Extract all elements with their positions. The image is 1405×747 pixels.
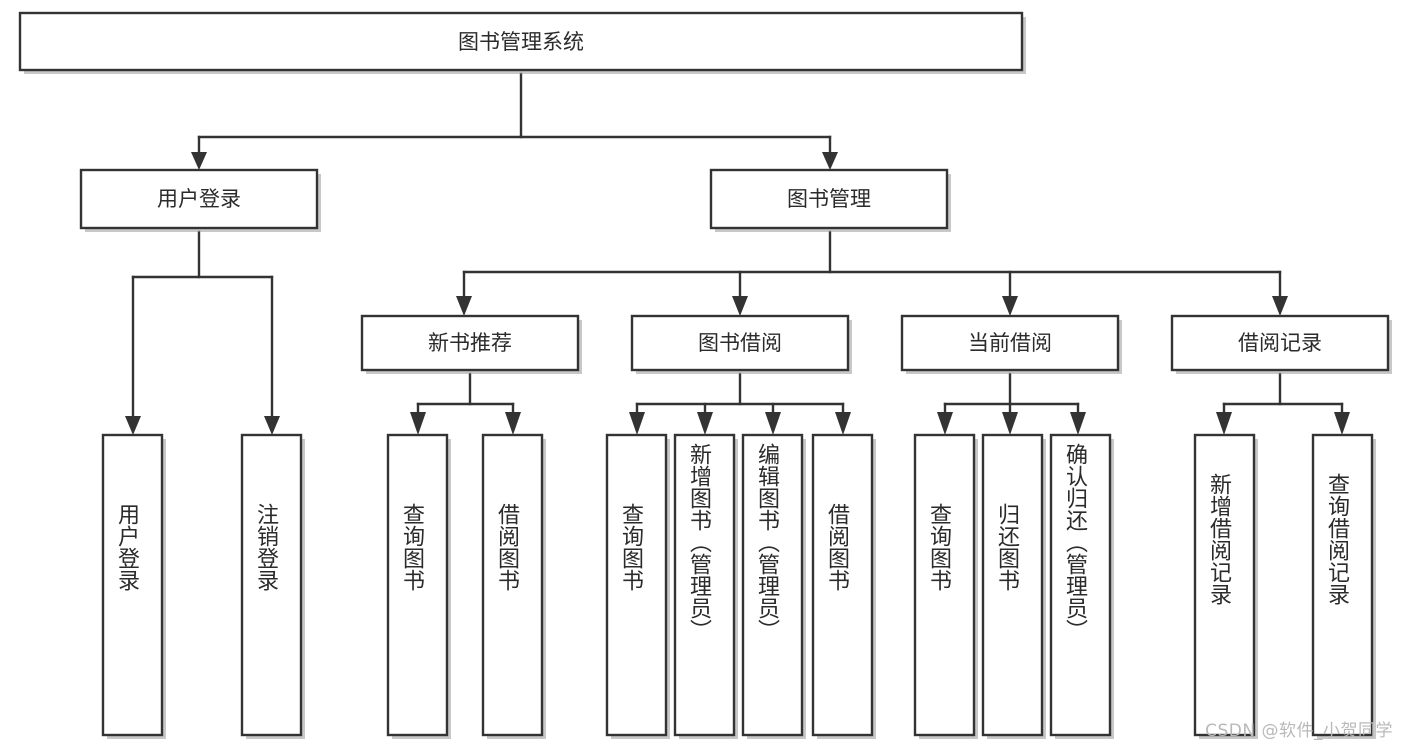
leaf-user-login-logout-box[interactable] [240, 433, 303, 737]
leaf-current-borrow-query-box[interactable] [913, 433, 976, 737]
leaf-book-borrow-query-box[interactable] [605, 433, 668, 737]
node-borrow-record-label: 借阅记录 [1238, 331, 1322, 355]
arrow-to-leaf-logout [264, 416, 280, 435]
leaf-borrow-record-query[interactable] [1311, 433, 1376, 739]
node-root-label: 图书管理系统 [458, 30, 584, 54]
leaf-new-book-query-box[interactable] [386, 433, 449, 737]
connector-group-root-to-level2 [191, 72, 838, 170]
leaf-user-login-logout[interactable] [240, 433, 305, 739]
leaf-new-book-query[interactable] [386, 433, 451, 739]
leaf-current-borrow-query[interactable] [913, 433, 978, 739]
connector-group-current-borrow-to-leaves [937, 372, 1086, 435]
connector-group-book-borrow-to-leaves [629, 372, 851, 435]
leaf-current-borrow-confirm[interactable] [1049, 433, 1114, 739]
node-current-borrow-box[interactable] [900, 314, 1120, 372]
leaf-user-login-login[interactable] [101, 433, 166, 739]
leaf-borrow-record-query-box[interactable] [1311, 433, 1374, 737]
leaf-user-login-login-box[interactable] [101, 433, 164, 737]
arrow-bb-leaf3 [765, 412, 781, 435]
connector-group-new-book-to-leaves [410, 372, 521, 435]
node-book-borrow-box[interactable] [630, 314, 850, 372]
connector-group-user-login-to-leaves [125, 230, 280, 435]
node-book-borrow-label: 图书借阅 [698, 331, 782, 355]
arrow-cb-leaf2 [1002, 412, 1018, 435]
node-book-borrow[interactable]: 图书借阅 [630, 314, 852, 374]
node-new-book-recommend[interactable]: 新书推荐 [360, 314, 582, 374]
arrow-nb-leaf1 [410, 412, 426, 435]
connector-group-borrow-record-to-leaves [1216, 372, 1350, 435]
leaf-book-borrow-add-box[interactable] [673, 433, 736, 737]
node-root-box[interactable] [18, 11, 1024, 72]
node-root[interactable]: 图书管理系统 [18, 11, 1026, 74]
node-new-book-recommend-box[interactable] [360, 314, 580, 372]
leaf-borrow-record-add[interactable] [1193, 433, 1258, 739]
arrow-to-book-mgmt [822, 152, 838, 170]
arrow-to-borrow-record [1272, 296, 1288, 316]
leaf-current-borrow-return[interactable] [981, 433, 1046, 739]
leaf-current-borrow-confirm-box[interactable] [1049, 433, 1112, 737]
node-user-login-label: 用户登录 [157, 187, 241, 211]
node-user-login-box[interactable] [79, 168, 319, 230]
leaf-book-borrow-edit-box[interactable] [741, 433, 804, 737]
arrow-to-new-book [456, 296, 472, 316]
node-user-login[interactable]: 用户登录 [79, 168, 321, 232]
arrow-br-leaf2 [1334, 412, 1350, 435]
arrow-bb-leaf2 [697, 412, 713, 435]
node-book-management-label: 图书管理 [787, 187, 871, 211]
node-new-book-recommend-label: 新书推荐 [428, 331, 512, 355]
node-book-management[interactable]: 图书管理 [709, 168, 951, 232]
node-current-borrow-label: 当前借阅 [968, 331, 1052, 355]
node-borrow-record-box[interactable] [1170, 314, 1390, 372]
leaf-book-borrow-borrow[interactable] [811, 433, 876, 739]
arrow-to-user-login [191, 152, 207, 170]
arrow-bb-leaf4 [835, 412, 851, 435]
leaf-book-borrow-borrow-box[interactable] [811, 433, 874, 737]
leaf-book-borrow-edit[interactable] [741, 433, 806, 739]
arrow-nb-leaf2 [505, 412, 521, 435]
node-borrow-record[interactable]: 借阅记录 [1170, 314, 1392, 374]
node-book-management-box[interactable] [709, 168, 949, 230]
arrow-cb-leaf3 [1070, 412, 1086, 435]
node-current-borrow[interactable]: 当前借阅 [900, 314, 1122, 374]
arrow-br-leaf1 [1216, 412, 1232, 435]
leaf-borrow-record-add-box[interactable] [1193, 433, 1256, 737]
leaf-book-borrow-query[interactable] [605, 433, 670, 739]
arrow-bb-leaf1 [629, 412, 645, 435]
leaf-new-book-borrow-box[interactable] [481, 433, 544, 737]
arrow-to-book-borrow [732, 296, 748, 316]
leaf-new-book-borrow[interactable] [481, 433, 546, 739]
leaf-book-borrow-add[interactable] [673, 433, 738, 739]
arrow-to-current-borrow [1002, 296, 1018, 316]
connector-group-book-mgmt-to-level3 [456, 230, 1288, 316]
leaf-current-borrow-return-box[interactable] [981, 433, 1044, 737]
arrow-cb-leaf1 [937, 412, 953, 435]
arrow-to-leaf-user-login [125, 416, 141, 435]
